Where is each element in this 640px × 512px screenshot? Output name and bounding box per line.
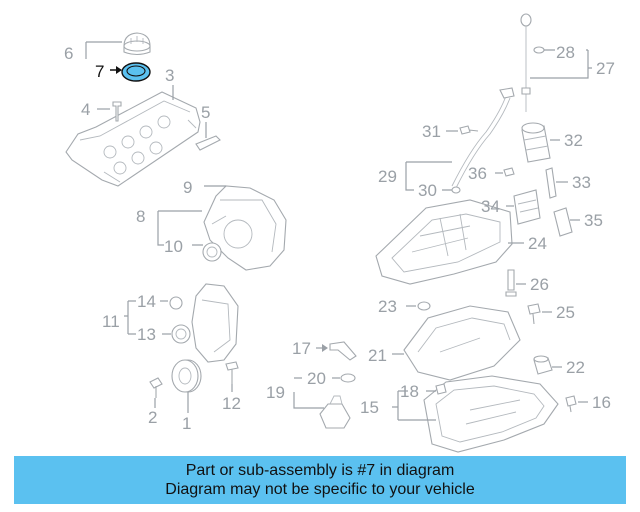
- callout-20: 20: [307, 369, 326, 388]
- callout-36: 36: [468, 164, 487, 183]
- callout-5: 5: [201, 103, 210, 122]
- callout-7[interactable]: 7: [95, 62, 104, 81]
- callout-25: 25: [556, 303, 575, 322]
- callout-31: 31: [422, 122, 441, 141]
- callout-12: 12: [222, 394, 241, 413]
- pulley-bolt-part[interactable]: [149, 377, 163, 398]
- timing-cover-lower-part[interactable]: [191, 283, 239, 363]
- callout-6: 6: [64, 44, 73, 63]
- oil-level-sensor-part[interactable]: [319, 395, 351, 429]
- callout-17: 17: [292, 339, 311, 358]
- callout-13: 13: [137, 325, 156, 344]
- tube-seal-30-part[interactable]: [451, 186, 461, 194]
- callout-22: 22: [566, 358, 585, 377]
- bracket-part[interactable]: [195, 135, 221, 151]
- drain-plug-part[interactable]: [565, 395, 577, 413]
- callout-3: 3: [165, 66, 174, 85]
- callout-1: 1: [182, 414, 191, 433]
- seal-23-part[interactable]: [417, 301, 431, 311]
- seal-14-part[interactable]: [169, 296, 183, 310]
- tube-bolt-31-part[interactable]: [459, 125, 479, 135]
- callout-9: 9: [183, 178, 192, 197]
- valve-cover-part[interactable]: [65, 91, 201, 187]
- callout-15: 15: [360, 398, 379, 417]
- oil-pressure-sender-part[interactable]: [545, 167, 557, 199]
- sensor-17-part[interactable]: [329, 341, 357, 361]
- bolt-26-part[interactable]: [505, 269, 517, 297]
- seal-13-part[interactable]: [171, 324, 191, 344]
- callout-11: 11: [102, 312, 120, 331]
- oil-baffle-part[interactable]: [403, 305, 521, 381]
- oil-cooler-part[interactable]: [513, 189, 541, 225]
- callout-16: 16: [592, 393, 611, 412]
- oil-dipstick-part[interactable]: [520, 13, 532, 112]
- bolt-36-part[interactable]: [503, 167, 515, 177]
- callout-34: 34: [481, 197, 500, 216]
- diagram-caption-banner: Part or sub-assembly is #7 in diagram Di…: [14, 456, 626, 504]
- bolt-12-part[interactable]: [225, 361, 239, 384]
- callout-29: 29: [378, 167, 397, 186]
- plug-22-part[interactable]: [533, 355, 553, 375]
- bolt-18-part[interactable]: [435, 383, 447, 395]
- crankshaft-pulley-part[interactable]: [171, 359, 202, 393]
- caption-line-disclaimer: Diagram may not be specific to your vehi…: [165, 481, 475, 498]
- callout-23: 23: [378, 297, 397, 316]
- bolt-25-part[interactable]: [527, 303, 541, 325]
- valve-cover-screw-part[interactable]: [112, 101, 122, 122]
- callout-28: 28: [556, 43, 575, 62]
- oil-filter-part[interactable]: [521, 122, 551, 163]
- callout-14: 14: [137, 292, 156, 311]
- timing-cover-upper-part[interactable]: [203, 185, 287, 271]
- parts-diagram: 6 7 3 4 5 9 8 10 14 11 13 2 1 12 28 27 3…: [64, 13, 615, 453]
- callout-26: 26: [530, 275, 549, 294]
- callout-27: 27: [596, 59, 615, 78]
- lower-oil-pan-part[interactable]: [423, 375, 559, 453]
- callout-21: 21: [368, 346, 387, 365]
- oil-filler-cap-seal-highlighted[interactable]: [121, 62, 151, 82]
- callout-18: 18: [400, 382, 419, 401]
- callout-35: 35: [584, 211, 603, 230]
- callout-8: 8: [136, 207, 145, 226]
- camshaft-seal-part[interactable]: [202, 242, 222, 262]
- seal-20-part[interactable]: [340, 373, 356, 383]
- gasket-35-part[interactable]: [553, 207, 573, 237]
- dipstick-seal-part[interactable]: [533, 46, 545, 54]
- caption-line-part-number: Part or sub-assembly is #7 in diagram: [185, 462, 455, 479]
- callout-10: 10: [164, 237, 183, 256]
- callout-19: 19: [266, 383, 285, 402]
- callout-30: 30: [418, 181, 437, 200]
- callout-33: 33: [572, 173, 591, 192]
- callout-2: 2: [148, 408, 157, 427]
- dipstick-tube-part[interactable]: [451, 87, 515, 189]
- upper-oil-pan-part[interactable]: [375, 199, 513, 285]
- callout-24: 24: [528, 234, 547, 253]
- callout-32: 32: [564, 131, 583, 150]
- callout-4: 4: [81, 100, 90, 119]
- oil-filler-cap-part[interactable]: [123, 32, 151, 56]
